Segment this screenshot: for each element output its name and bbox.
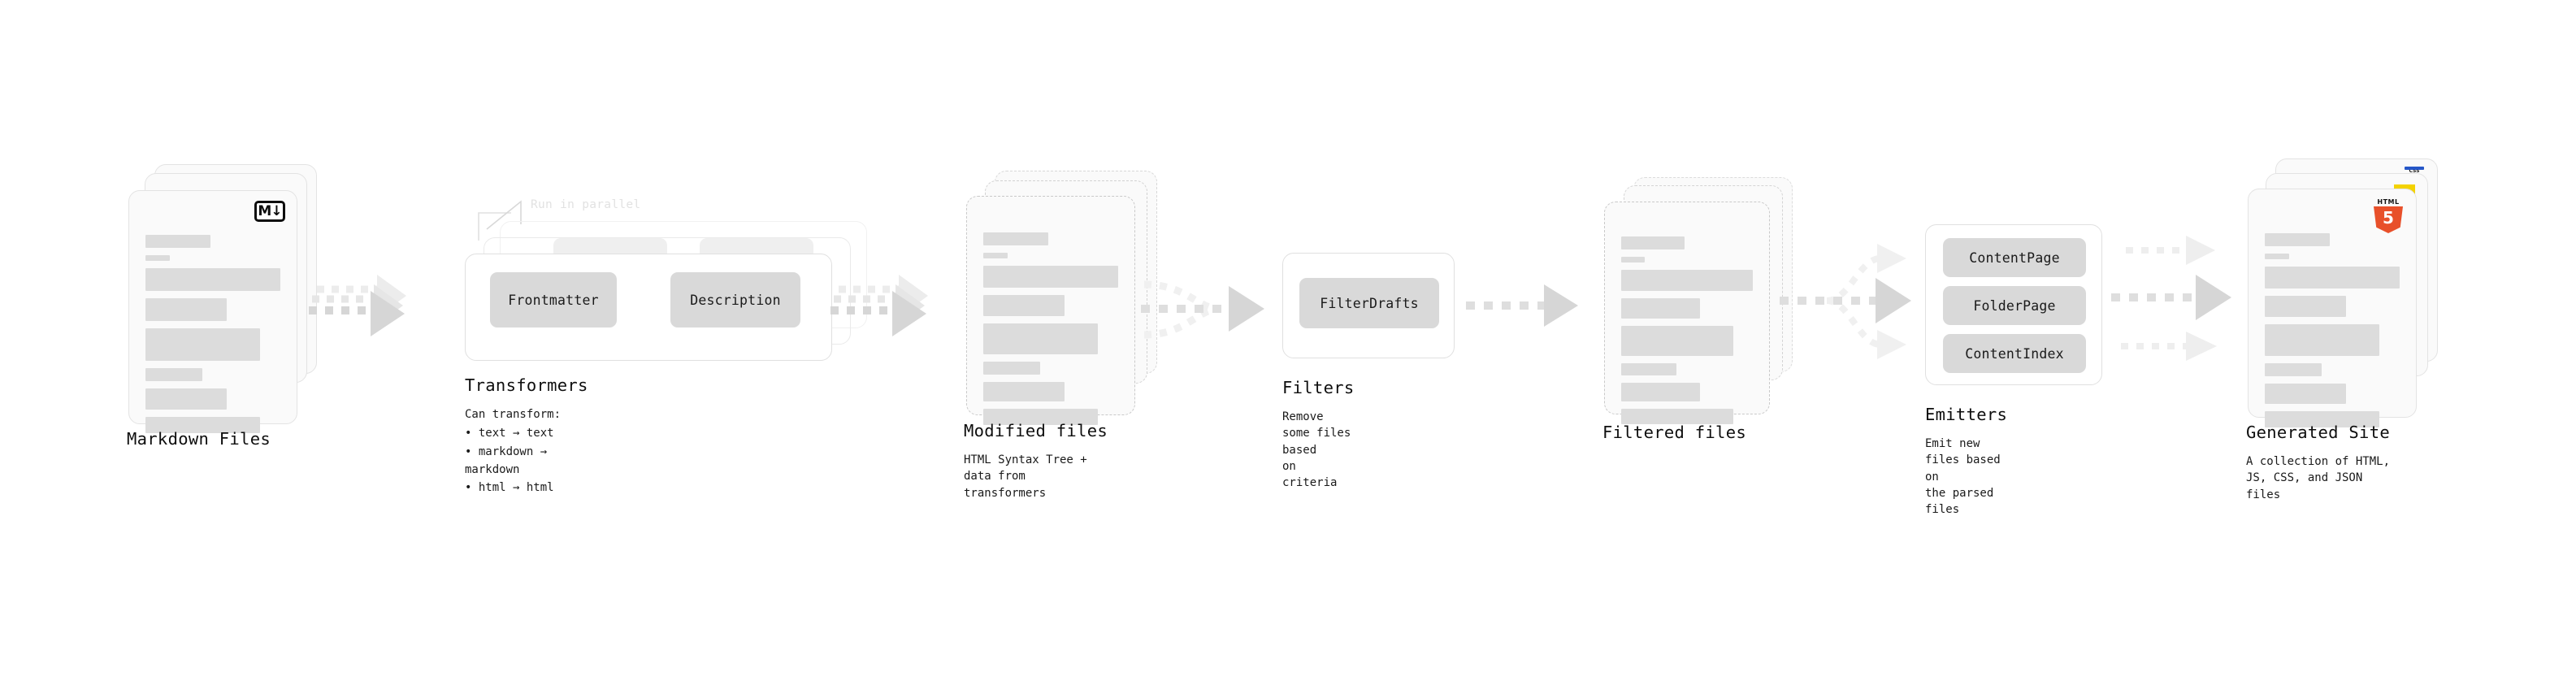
stage-subtitle: HTML Syntax Tree + data from transformer…: [964, 453, 1087, 500]
markdown-icon: M↓: [254, 201, 285, 222]
doc-bar: [983, 295, 1065, 316]
doc-bar: [2265, 254, 2289, 259]
doc-bar: [983, 382, 1065, 401]
transformers-caption: Transformers Can transform: text → text …: [465, 375, 588, 497]
transformers-sub-list: text → text markdown → markdown html → h…: [465, 424, 588, 497]
doc-bar: [1621, 270, 1753, 291]
arrow-emitters-to-site: [2111, 236, 2231, 361]
doc-bar: [145, 255, 170, 261]
generated-site-caption: Generated Site A collection of HTML, JS,…: [2246, 423, 2390, 503]
doc-bar: [1621, 257, 1646, 262]
html5-icon: HTML: [2374, 198, 2403, 233]
modified-card-front: [966, 196, 1135, 425]
transformers-sub-intro: Can transform:: [465, 408, 562, 421]
filter-pill-filterdrafts[interactable]: FilterDrafts: [1299, 278, 1439, 328]
doc-bar: [983, 253, 1008, 258]
doc-bar: [1621, 326, 1733, 356]
arrow-filters-to-filtered: [1466, 284, 1578, 327]
stage-title: Transformers: [465, 375, 588, 395]
stage-title: Markdown Files: [127, 429, 271, 449]
css-underline: [2405, 167, 2424, 170]
stage-subtitle: Remove some files based on criteria: [1282, 410, 1351, 490]
emitter-pill-contentindex[interactable]: ContentIndex: [1943, 334, 2086, 373]
filters-caption: Filters Remove some files based on crite…: [1282, 378, 1355, 491]
doc-bar: [2265, 411, 2380, 427]
doc-bar: [983, 323, 1099, 354]
html5-label: HTML: [2377, 198, 2400, 206]
stage-title: Filters: [1282, 378, 1355, 397]
doc-bar: [145, 417, 261, 433]
doc-bar: [983, 266, 1118, 288]
doc-bar: [2265, 324, 2380, 356]
doc-bar: [145, 268, 280, 291]
arrow-filtered-to-emitters: [1780, 244, 1911, 359]
doc-bar: [1621, 383, 1701, 401]
doc-bar: [1621, 363, 1677, 375]
markdown-card-front: M↓: [128, 190, 297, 433]
doc-bar: [145, 368, 202, 381]
transformer-panel-front: Frontmatter Description: [465, 254, 832, 361]
doc-bar: [1621, 236, 1685, 249]
stage-title: Generated Site: [2246, 423, 2390, 442]
filters-panel: FilterDrafts: [1282, 253, 1455, 358]
markdown-files-caption: Markdown Files: [127, 429, 271, 449]
stage-subtitle: A collection of HTML, JS, CSS, and JSON …: [2246, 455, 2391, 501]
emitter-pill-folderpage[interactable]: FolderPage: [1943, 286, 2086, 325]
stage-subtitle: Emit new files based on the parsed files: [1925, 437, 2001, 517]
doc-bar: [983, 409, 1099, 425]
list-item: html → html: [465, 479, 588, 497]
doc-bar: [2265, 384, 2346, 404]
doc-content-placeholder: [145, 219, 280, 440]
doc-content-placeholder: [2265, 217, 2400, 435]
doc-bar: [1621, 409, 1733, 424]
doc-bar: [2265, 267, 2400, 288]
doc-content-placeholder: [1621, 230, 1753, 432]
css-label: CSS: [2409, 168, 2420, 174]
emitter-pill-contentpage[interactable]: ContentPage: [1943, 238, 2086, 277]
stage-title: Modified files: [964, 421, 1108, 440]
list-item: markdown → markdown: [465, 443, 588, 479]
doc-bar: [145, 328, 261, 361]
filtered-files-caption: Filtered files: [1602, 423, 1746, 442]
arrow-markdown-to-transformers: [309, 275, 406, 336]
transformer-pill-description[interactable]: Description: [670, 272, 800, 327]
doc-bar: [983, 362, 1040, 375]
doc-bar: [1621, 298, 1701, 319]
transformer-pill-frontmatter[interactable]: Frontmatter: [490, 272, 617, 327]
doc-bar: [2265, 296, 2346, 317]
modified-files-caption: Modified files HTML Syntax Tree + data f…: [964, 421, 1108, 501]
css-icon: CSS: [2405, 167, 2424, 177]
filtered-card-front: [1604, 202, 1770, 424]
arrow-transformers-to-modified: [830, 275, 928, 336]
emitters-panel: ContentPage FolderPage ContentIndex: [1925, 224, 2102, 385]
stage-title: Emitters: [1925, 405, 2008, 424]
emitters-caption: Emitters Emit new files based on the par…: [1925, 405, 2007, 518]
arrow-modified-to-filters: [1141, 280, 1264, 339]
list-item: text → text: [465, 424, 588, 442]
site-card-html: HTML: [2248, 189, 2417, 427]
doc-bar: [2265, 363, 2322, 376]
parallel-label: Run in parallel: [531, 198, 641, 211]
doc-bar: [145, 298, 227, 321]
doc-bar: [145, 235, 210, 248]
parallel-bracket: [478, 200, 522, 241]
stage-title: Filtered files: [1602, 423, 1746, 442]
doc-bar: [983, 232, 1048, 245]
doc-bar: [145, 388, 227, 410]
doc-bar: [2265, 233, 2330, 246]
doc-content-placeholder: [983, 224, 1118, 432]
